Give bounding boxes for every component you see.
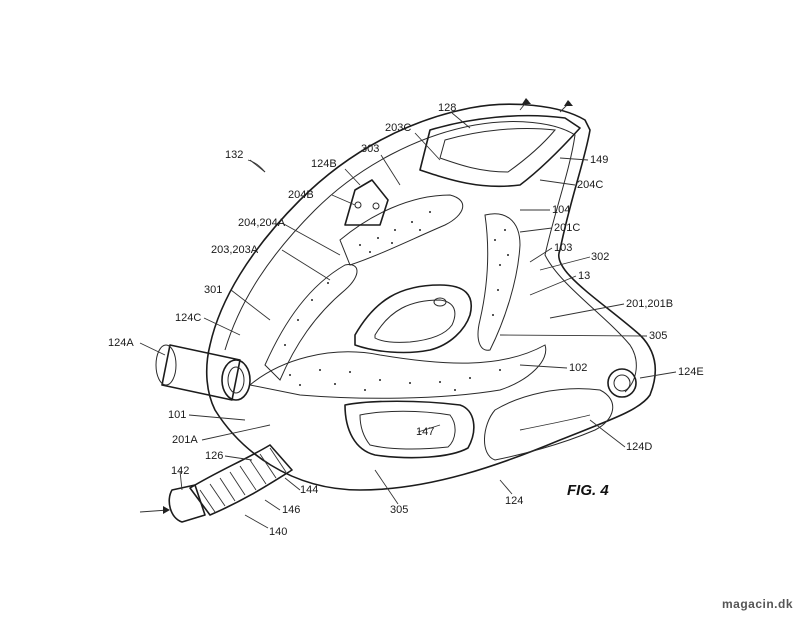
label-124: 124 (505, 495, 523, 507)
padding-channel-right (478, 214, 520, 350)
label-204B: 204B (288, 189, 314, 201)
side-panel-stripe (520, 415, 590, 430)
label-301: 301 (204, 284, 222, 296)
label-305-bottom: 305 (390, 504, 408, 516)
label-124B: 124B (311, 158, 337, 170)
top-vent-inner (440, 128, 555, 172)
label-203-203A: 203,203A (211, 244, 259, 256)
label-140: 140 (269, 526, 287, 538)
label-13: 13 (578, 270, 590, 282)
figure-label: FIG. 4 (567, 482, 609, 499)
label-104: 104 (552, 204, 570, 216)
label-302: 302 (591, 251, 609, 263)
label-124A: 124A (108, 337, 134, 349)
label-124E: 124E (678, 366, 704, 378)
buckle-124E-inner (614, 375, 630, 391)
padding-channel-left (265, 265, 357, 380)
label-303-top: 303 (361, 143, 379, 155)
label-102: 102 (569, 362, 587, 374)
central-vent-inner (375, 300, 455, 342)
label-201-201B: 201,201B (626, 298, 673, 310)
label-147: 147 (416, 426, 434, 438)
lower-vent-inner (360, 411, 455, 449)
label-142: 142 (171, 465, 189, 477)
clip-hole-1 (355, 202, 361, 208)
helmet-inner-shell (225, 122, 636, 392)
clip-hole-2 (373, 203, 379, 209)
label-201C: 201C (554, 222, 580, 234)
label-126: 126 (205, 450, 223, 462)
label-132: 132 (225, 149, 243, 161)
label-101: 101 (168, 409, 186, 421)
label-146: 146 (282, 504, 300, 516)
label-305-right: 305 (649, 330, 667, 342)
label-204C: 204C (577, 179, 603, 191)
padding-channel-upper (340, 195, 463, 265)
vent-hole (434, 298, 446, 306)
label-149: 149 (590, 154, 608, 166)
hose-nozzle-142 (169, 485, 205, 522)
label-203C: 203C (385, 122, 411, 134)
label-103: 103 (554, 242, 572, 254)
label-144: 144 (300, 484, 318, 496)
inlet-arrowhead (163, 506, 170, 514)
watermark: magacin.dk (722, 597, 793, 611)
leader-lines (140, 113, 676, 528)
label-204-204A: 204,204A (238, 217, 286, 229)
label-124D: 124D (626, 441, 652, 453)
dot-pattern (284, 211, 509, 391)
arrowhead-1 (522, 98, 531, 104)
label-201A: 201A (172, 434, 198, 446)
arrowhead-2 (564, 100, 573, 106)
clip-124B (345, 180, 388, 225)
label-124C: 124C (175, 312, 201, 324)
label-128: 128 (438, 102, 456, 114)
